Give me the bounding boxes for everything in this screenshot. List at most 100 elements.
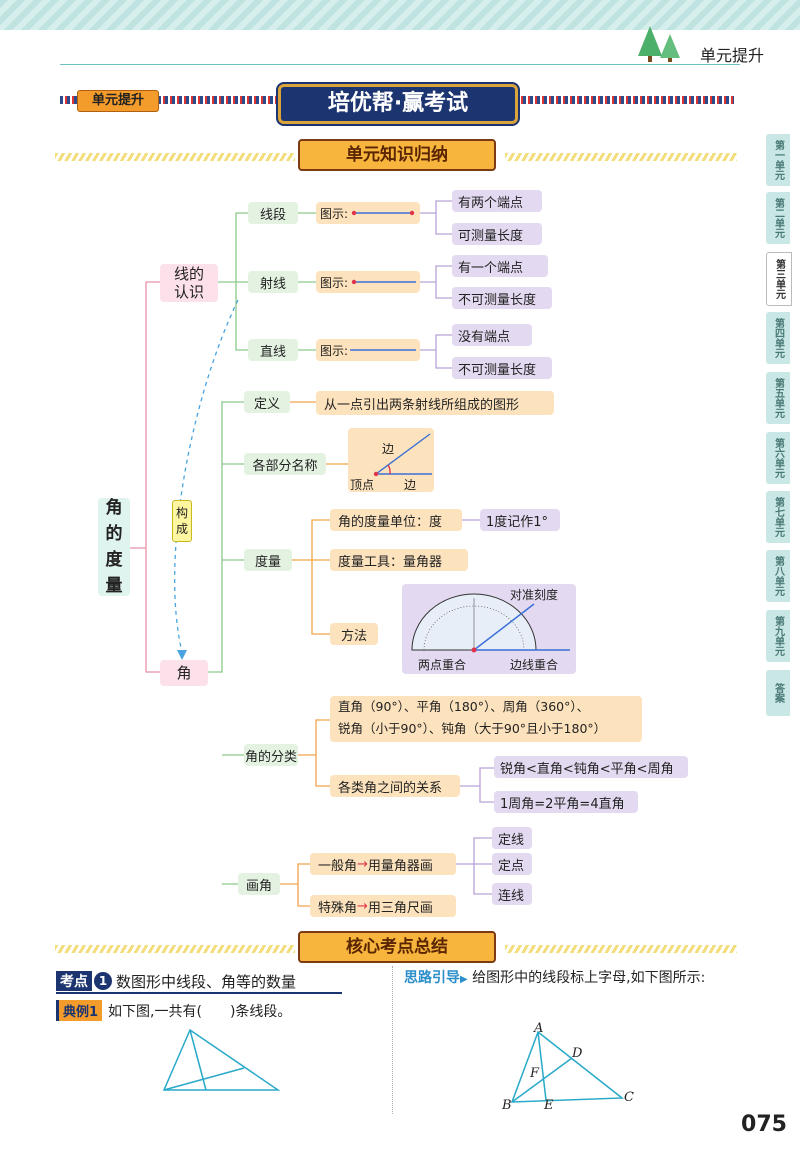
parts-side1: 边 xyxy=(382,442,395,456)
example-triangle xyxy=(162,1028,281,1091)
measure-tool: 度量工具：量角器 xyxy=(330,549,468,571)
example-text: 如下图,一共有( )条线段。 xyxy=(108,1003,292,1020)
draw-special-b: 用三角尺画 xyxy=(367,900,433,916)
hint-triangle xyxy=(510,1030,625,1103)
draw-name: 画角 xyxy=(238,873,280,895)
compose-label: 构 成 xyxy=(172,500,192,542)
parts-name: 各部分名称 xyxy=(244,453,326,475)
point-b: B xyxy=(502,1098,512,1113)
types-relation: 各类角之间的关系 xyxy=(330,775,460,797)
compose-char-2: 成 xyxy=(175,522,188,536)
draw-general: 一般角 → 用量角器画 xyxy=(310,853,456,875)
segment-name: 线段 xyxy=(248,202,298,224)
point-e: E xyxy=(544,1098,554,1113)
types-equal: 1周角=2平角=4直角 xyxy=(494,791,638,813)
banner-title: 培优帮·赢考试 xyxy=(278,84,518,124)
draw-step-1: 定线 xyxy=(492,827,532,849)
line-graphic xyxy=(350,349,417,351)
side-tab-6[interactable]: 第六单元 xyxy=(766,432,790,484)
ray-fig-label: 图示: xyxy=(320,275,349,290)
hint-tag: 思路引导 xyxy=(404,970,460,986)
section-summary-title: 单元知识归纳 xyxy=(298,139,496,171)
hint-block: 思路引导▶ 给图形中的线段标上字母,如下图所示: xyxy=(404,964,758,994)
ray-prop-1: 有一个端点 xyxy=(452,255,548,277)
map-root: 角 的 度 量 xyxy=(98,498,130,596)
kaodian-number: 1 xyxy=(94,972,112,990)
side-tab-7[interactable]: 第七单元 xyxy=(766,491,790,543)
side-tab-5[interactable]: 第五单元 xyxy=(766,372,790,424)
side-tab-answer[interactable]: 答案 xyxy=(766,670,790,716)
ray-figure: 图示: xyxy=(316,271,420,293)
header-rule xyxy=(60,64,740,65)
tree-icon xyxy=(636,26,684,62)
unit-header: 单元提升 xyxy=(700,46,765,65)
line-prop-1: 没有端点 xyxy=(452,324,532,346)
types-name: 角的分类 xyxy=(244,744,298,766)
line-fig-label: 图示: xyxy=(320,343,349,358)
segment-graphic xyxy=(351,210,415,216)
arrow-right-icon: → xyxy=(357,898,368,914)
root-char-3: 度 xyxy=(105,550,123,570)
measure-name: 度量 xyxy=(244,549,292,571)
root-char-2: 的 xyxy=(105,524,123,544)
definition-name: 定义 xyxy=(244,391,290,413)
compose-char-1: 构 xyxy=(175,506,188,520)
types-list-1: 直角（90°）、平角（180°）、周角（360°）、 xyxy=(338,699,590,714)
measure-unit-note: 1度记作1° xyxy=(480,509,560,531)
page-number: 075 xyxy=(736,1108,792,1142)
protractor-edge: 边线重合 xyxy=(510,658,559,672)
protractor-align: 对准刻度 xyxy=(510,588,559,602)
ray-prop-2: 不可测量长度 xyxy=(452,287,552,309)
side-tab-1[interactable]: 第一单元 xyxy=(766,134,790,186)
section-hatch-left xyxy=(55,153,295,161)
draw-special: 特殊角 → 用三角尺画 xyxy=(310,895,456,917)
types-list: 直角（90°）、平角（180°）、周角（360°）、 锐角（小于90°）、钝角（… xyxy=(330,696,642,742)
draw-step-2: 定点 xyxy=(492,853,532,875)
hint-text: 给图形中的线段标上字母,如下图所示: xyxy=(472,970,706,986)
types-order: 锐角<直角<钝角<平角<周角 xyxy=(494,756,688,778)
draw-general-a: 一般角 xyxy=(318,858,358,874)
draw-step-3: 连线 xyxy=(492,883,532,905)
side-tab-9[interactable]: 第九单元 xyxy=(766,610,790,662)
draw-special-a: 特殊角 xyxy=(318,900,358,916)
kaodian-title: 数图形中线段、角等的数量 xyxy=(116,972,297,991)
divider-dotted xyxy=(392,966,393,1114)
section2-hatch-right xyxy=(505,945,737,953)
protractor-center: 两点重合 xyxy=(418,658,467,672)
section-hatch-right xyxy=(505,153,737,161)
point-c: C xyxy=(624,1090,634,1105)
measure-method: 方法 xyxy=(330,623,378,645)
section-core-title: 核心考点总结 xyxy=(298,931,496,963)
example-tag: 典例1 xyxy=(56,1000,103,1021)
point-d: D xyxy=(572,1046,583,1061)
side-tab-2[interactable]: 第二单元 xyxy=(766,192,790,244)
line-prop-2: 不可测量长度 xyxy=(452,357,552,379)
kaodian-label: 考点 xyxy=(56,971,92,991)
map-connectors xyxy=(130,200,494,907)
angle-parts-graphic xyxy=(373,433,432,477)
banner-ribbon-left xyxy=(60,96,276,104)
line-group-label: 线的认识 xyxy=(160,264,218,302)
play-icon: ▶ xyxy=(460,974,468,985)
segment-figure: 图示: xyxy=(316,202,420,224)
ray-name: 射线 xyxy=(248,271,298,293)
protractor-diagram: 对准刻度 两点重合 边线重合 xyxy=(402,584,576,674)
segment-prop-2: 可测量长度 xyxy=(452,223,542,245)
ray-graphic xyxy=(351,279,417,285)
top-band xyxy=(0,0,800,30)
point-f: F xyxy=(530,1066,540,1081)
angle-parts-diagram: 边 顶点 边 xyxy=(348,428,434,492)
angle-group-label: 角 xyxy=(160,660,208,686)
section2-hatch-left xyxy=(55,945,295,953)
root-char-1: 角 xyxy=(105,498,123,518)
side-tab-3[interactable]: 第三单元 xyxy=(766,252,792,306)
side-tab-4[interactable]: 第四单元 xyxy=(766,312,790,364)
line-name: 直线 xyxy=(248,339,298,361)
banner-ribbon-right xyxy=(516,96,734,104)
side-tab-8[interactable]: 第八单元 xyxy=(766,550,790,602)
example-row: 典例1 如下图,一共有( )条线段。 xyxy=(56,1000,356,1021)
parts-vertex: 顶点 xyxy=(350,478,375,492)
measure-unit: 角的度量单位：度 xyxy=(330,509,462,531)
types-list-2: 锐角（小于90°）、钝角（大于90°且小于180°） xyxy=(338,721,607,736)
parts-side2: 边 xyxy=(404,478,417,492)
